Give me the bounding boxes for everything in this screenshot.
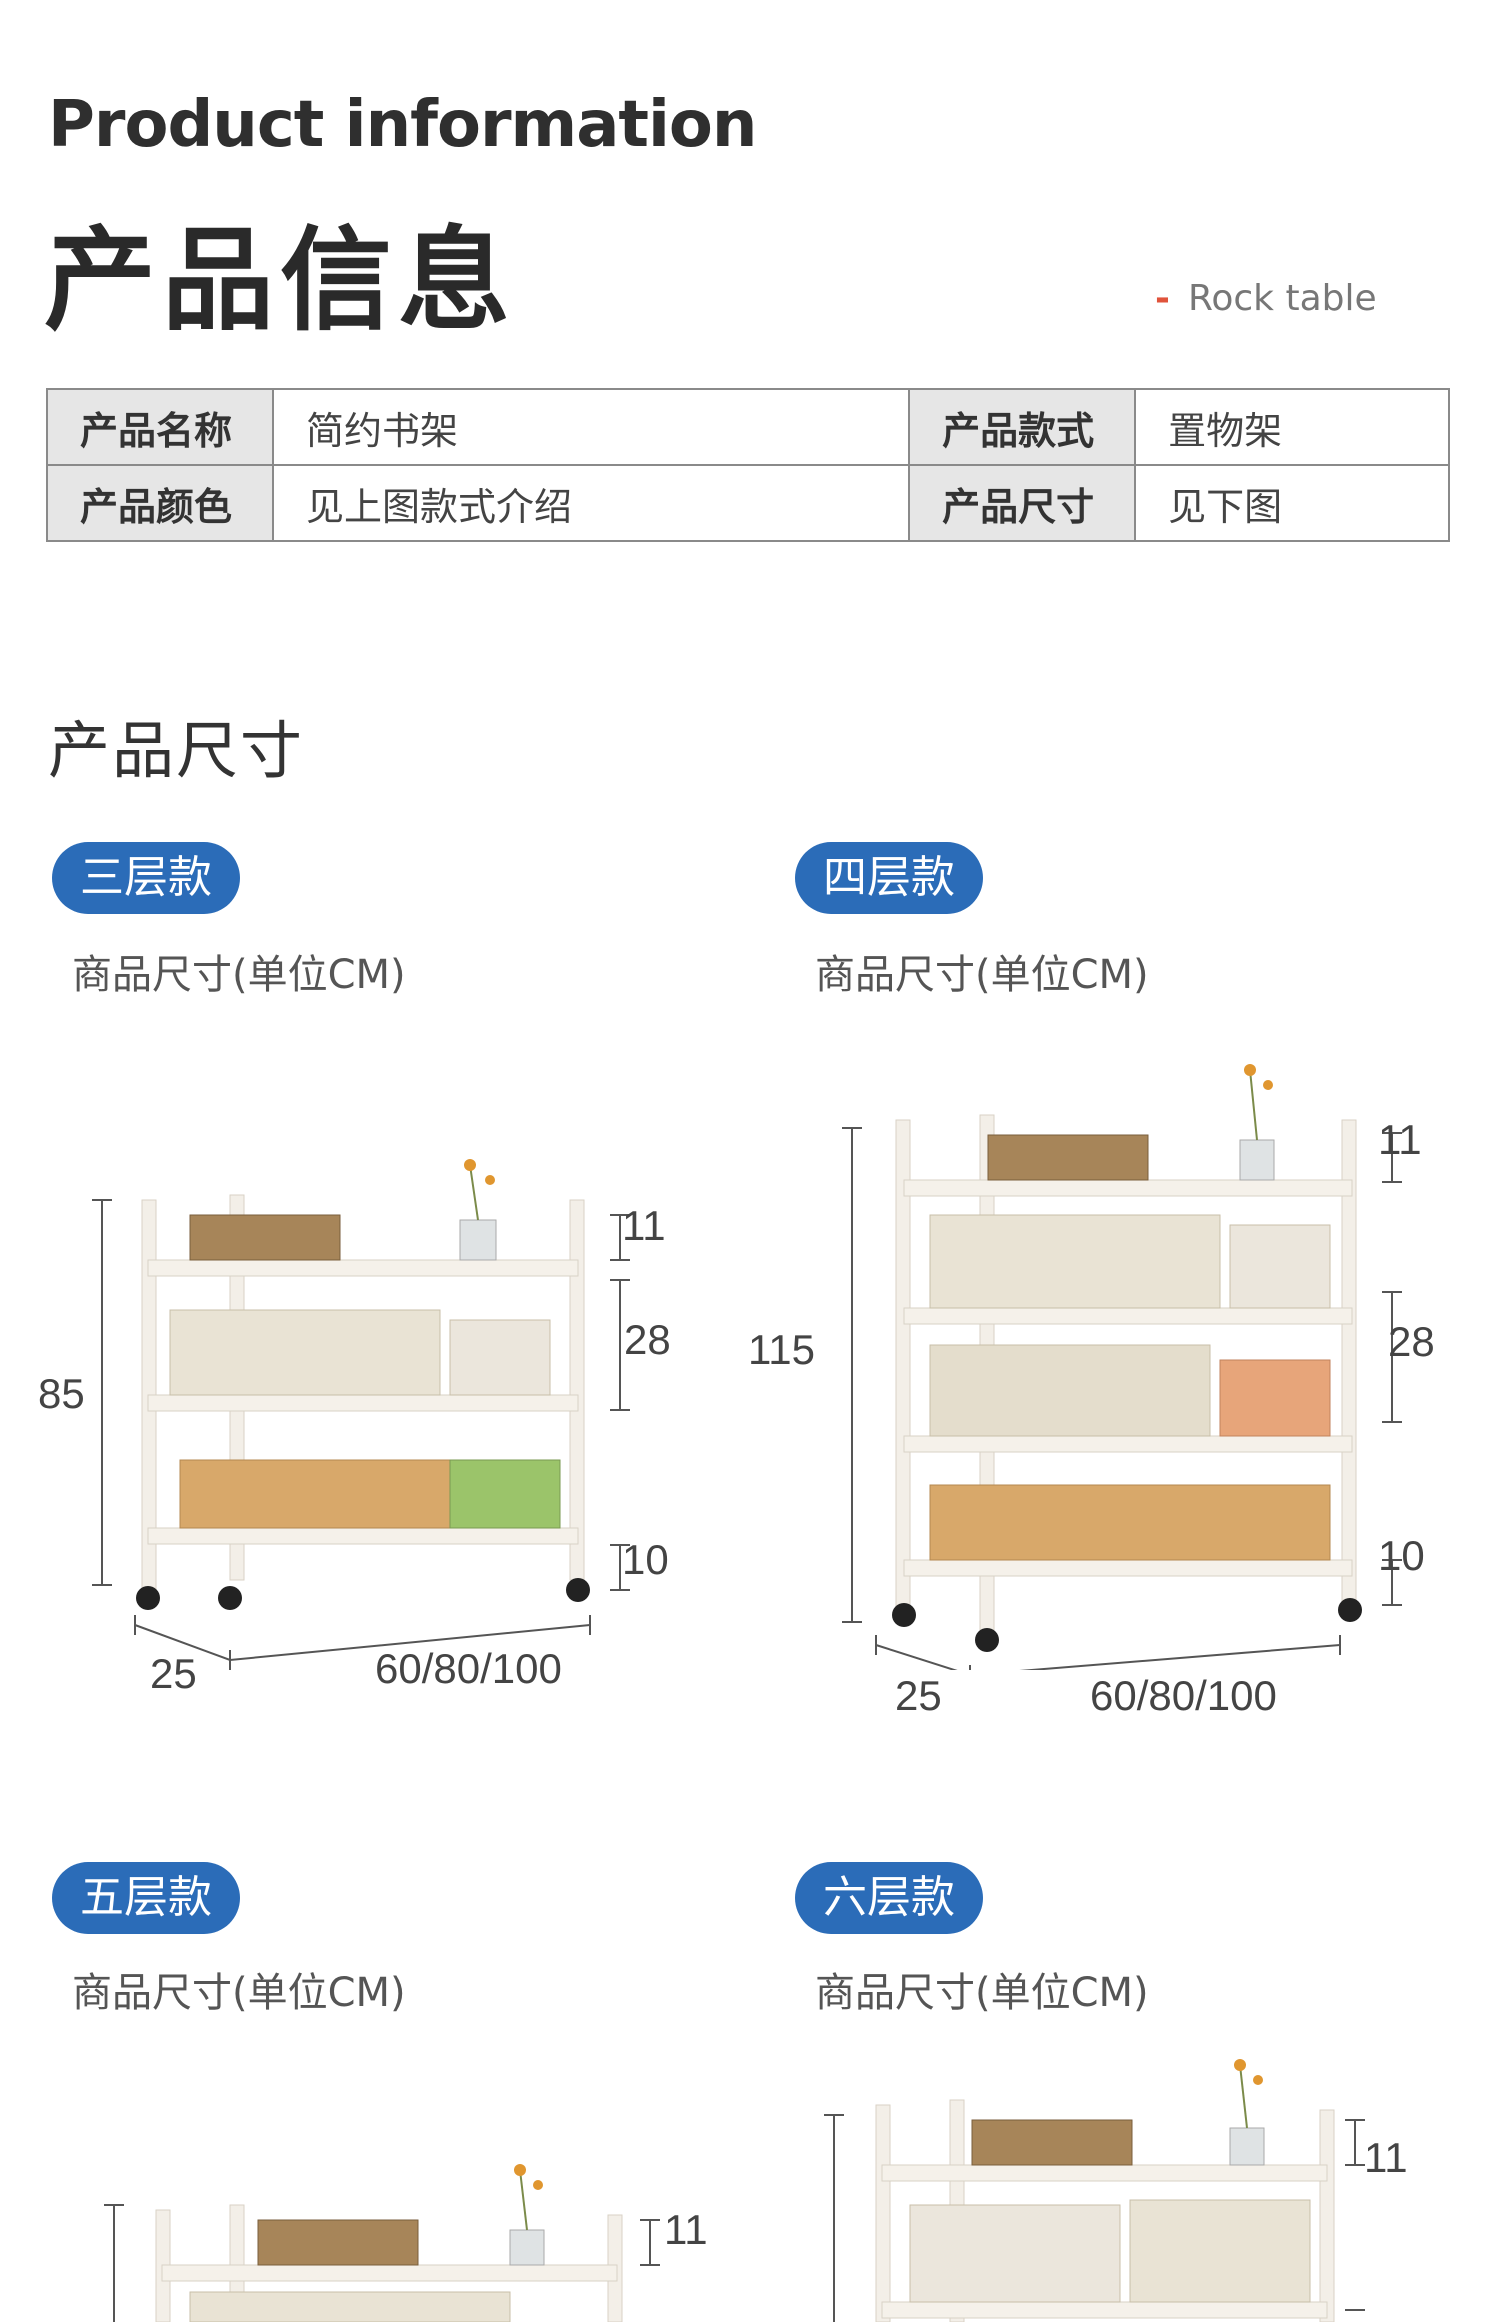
dim-height: 115: [748, 1326, 815, 1373]
product-info-table: 产品名称 简约书架 产品款式 置物架 产品颜色 见上图款式介绍 产品尺寸 见下图: [46, 388, 1450, 542]
shelf-illustration-6-tier: [824, 2059, 1365, 2322]
shelf-illustration-5-tier: [104, 2164, 660, 2322]
dim-mid: 28: [1388, 1318, 1435, 1365]
variant-badge-5-tier: 五层款: [52, 1862, 240, 1934]
table-cell-value: 见上图款式介绍: [271, 464, 911, 542]
shelf-illustration-3-tier: [92, 1159, 630, 1670]
table-row: 产品颜色 见上图款式介绍 产品尺寸 见下图: [46, 464, 1450, 542]
dim-top: 11: [622, 1202, 666, 1249]
dim-mid: 28: [624, 1316, 671, 1363]
size-section-title: 产品尺寸: [48, 714, 305, 787]
page-title-chinese: 产品信息: [44, 216, 516, 346]
table-cell-value: 简约书架: [271, 388, 911, 466]
variant-badge-6-tier: 六层款: [795, 1862, 983, 1934]
dim-top: 11: [1364, 2134, 1408, 2181]
unit-caption: 商品尺寸(单位CM): [815, 952, 1149, 998]
table-cell-value: 见下图: [1134, 464, 1450, 542]
table-cell-key: 产品名称: [46, 388, 274, 466]
tag-label: Rock table: [1187, 278, 1377, 319]
table-cell-value: 置物架: [1134, 388, 1450, 466]
dim-width: 60/80/100: [1090, 1672, 1277, 1719]
dim-bottom: 10: [1378, 1532, 1425, 1579]
variant-badge-4-tier: 四层款: [795, 842, 983, 914]
unit-caption: 商品尺寸(单位CM): [72, 952, 406, 998]
shelf-illustration-4-tier: [842, 1064, 1402, 1670]
subtitle-tag: -Rock table: [1155, 278, 1377, 319]
tag-dash: -: [1155, 278, 1170, 319]
table-row: 产品名称 简约书架 产品款式 置物架: [46, 388, 1450, 466]
table-cell-key: 产品颜色: [46, 464, 274, 542]
dim-width: 60/80/100: [375, 1645, 562, 1692]
dim-bottom: 10: [622, 1536, 669, 1583]
table-cell-key: 产品款式: [908, 388, 1137, 466]
table-cell-key: 产品尺寸: [908, 464, 1137, 542]
dim-top: 11: [664, 2206, 708, 2253]
dim-height: 85: [38, 1370, 85, 1417]
unit-caption: 商品尺寸(单位CM): [72, 1970, 406, 2016]
page-title-english: Product information: [48, 88, 757, 162]
variant-badge-3-tier: 三层款: [52, 842, 240, 914]
unit-caption: 商品尺寸(单位CM): [815, 1970, 1149, 2016]
dim-top: 11: [1378, 1116, 1422, 1163]
dim-depth: 25: [150, 1650, 197, 1697]
dim-depth: 25: [895, 1672, 942, 1719]
